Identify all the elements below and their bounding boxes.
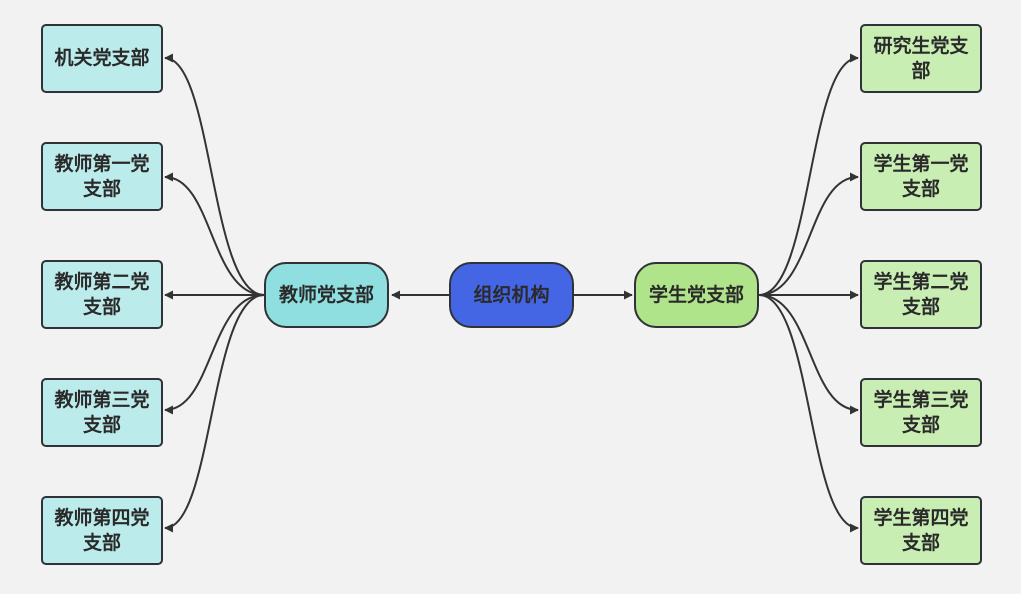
edge-student-to-leaf-2 [758, 172, 859, 296]
leaf-node-student-first[interactable]: 学生第一党支部 [860, 142, 982, 211]
edge-teacher-to-leaf-2 [164, 172, 265, 296]
root-node-label: 组织机构 [473, 283, 550, 306]
leaf-node-student-second[interactable]: 学生第二党支部 [860, 260, 982, 329]
leaf-label: 教师第四党支部 [54, 506, 150, 554]
branch-node-teacher[interactable]: 教师党支部 [264, 262, 389, 328]
leaf-label: 教师第一党支部 [54, 152, 150, 200]
edge-teacher-to-leaf-4 [164, 294, 265, 415]
branch-node-student-label: 学生党支部 [648, 283, 744, 306]
leaf-node-graduate-branch[interactable]: 研究生党支部 [860, 24, 982, 93]
leaf-label: 研究生党支部 [873, 34, 969, 82]
leaf-node-teacher-fourth[interactable]: 教师第四党支部 [41, 496, 163, 565]
leaf-label: 教师第二党支部 [54, 270, 150, 318]
leaf-node-teacher-third[interactable]: 教师第三党支部 [41, 378, 163, 447]
leaf-label: 教师第三党支部 [54, 388, 150, 436]
edge-teacher-to-leaf-1 [164, 53, 265, 296]
leaf-label: 学生第一党支部 [873, 152, 969, 200]
leaf-node-admin-branch[interactable]: 机关党支部 [41, 24, 163, 93]
edge-teacher-to-leaf-5 [164, 294, 265, 533]
branch-node-teacher-label: 教师党支部 [278, 283, 374, 306]
branch-node-student[interactable]: 学生党支部 [634, 262, 759, 328]
edge-student-to-leaf-4 [758, 294, 859, 415]
edge-student-to-leaf-1 [758, 53, 859, 296]
leaf-label: 学生第四党支部 [873, 506, 969, 554]
leaf-node-student-fourth[interactable]: 学生第四党支部 [860, 496, 982, 565]
leaf-node-teacher-second[interactable]: 教师第二党支部 [41, 260, 163, 329]
leaf-label: 学生第二党支部 [873, 270, 969, 318]
leaf-label: 机关党支部 [54, 47, 150, 69]
leaf-node-student-third[interactable]: 学生第三党支部 [860, 378, 982, 447]
leaf-label: 学生第三党支部 [873, 388, 969, 436]
leaf-node-teacher-first[interactable]: 教师第一党支部 [41, 142, 163, 211]
edge-student-to-leaf-5 [758, 294, 859, 533]
root-node-organization[interactable]: 组织机构 [449, 262, 574, 328]
